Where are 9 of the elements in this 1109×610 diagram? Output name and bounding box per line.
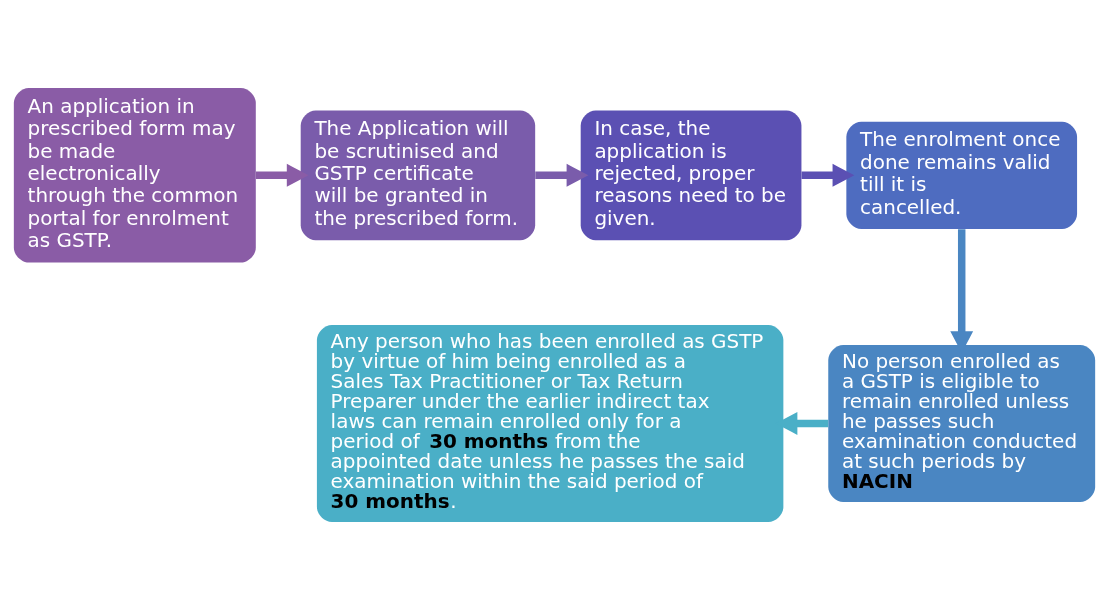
node-box: No person enrolled as a GSTP is eligible to remain enrolled unless he passes such examination conducted at such periods by NACIN <box>828 344 1096 503</box>
arrow <box>801 163 855 187</box>
arrow <box>255 163 309 187</box>
node-box: The enrolment once done remains valid till it is cancelled. <box>846 121 1078 229</box>
node-box: The Application will be scrutinised and GSTP certificate will be granted in the prescribed form. <box>300 110 536 241</box>
node-box: An application in prescribed form may be made electronically through the common portal for enrolment as GSTP. <box>13 88 256 263</box>
arrow <box>535 163 589 187</box>
node-box: In case, the application is rejected, proper reasons need to be given. <box>580 110 802 241</box>
node-box: Any person who has been enrolled as GSTP by virtue of him being enrolled as a Sales Tax Practitioner or Tax Return Preparer under the earlier indirect tax laws can remain enrolled only for a period of 30 months from the appointed date unless he passes the said examination within the said period of 30 months. <box>316 324 784 522</box>
